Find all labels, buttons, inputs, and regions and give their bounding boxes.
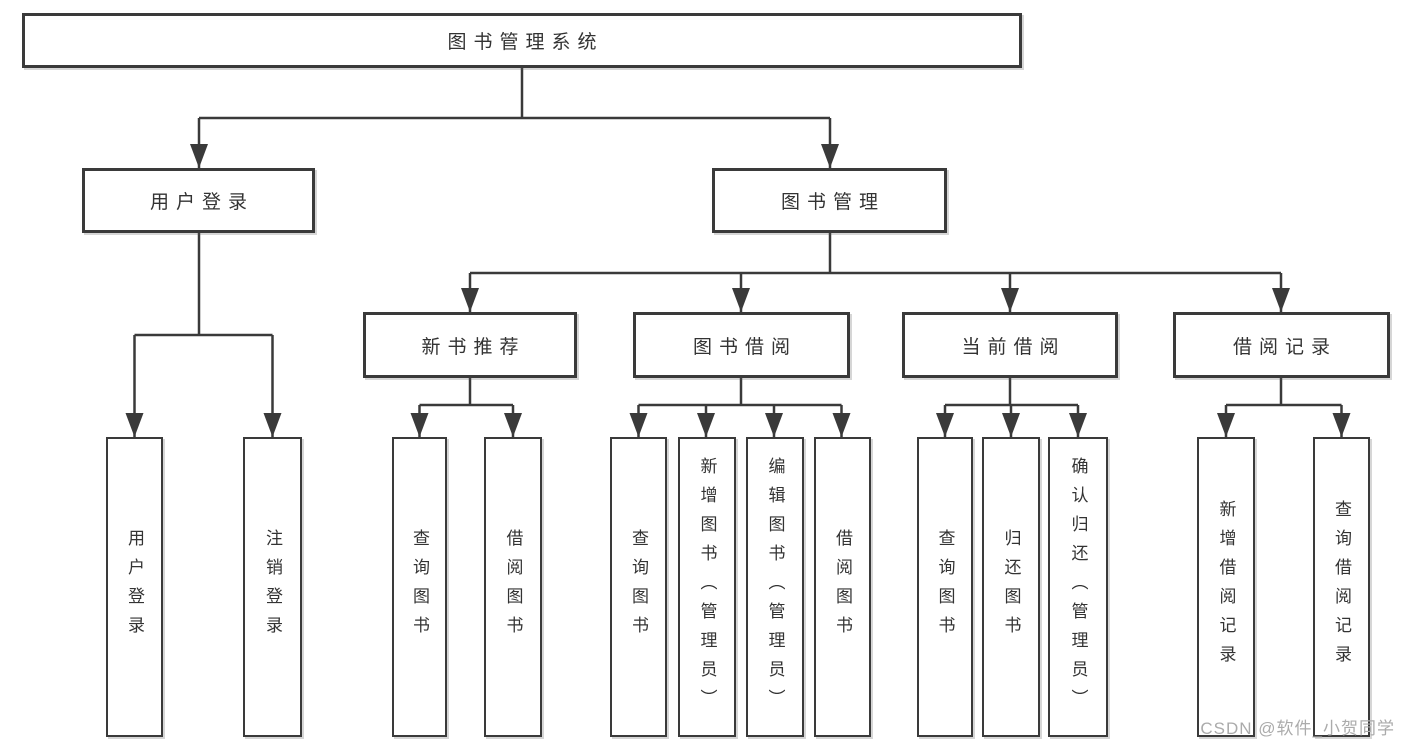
node-label: 用户登录 [125, 529, 144, 645]
node-label: 图书借阅 [692, 336, 797, 358]
node-borrow-book: 借阅图书 [814, 437, 871, 737]
node-return-book: 归还图书 [982, 437, 1040, 737]
node-confirm-return-admin: 确认归还（管理员） [1048, 437, 1108, 737]
node-query-borrow-record: 查询借阅记录 [1313, 437, 1370, 737]
node-book-borrow: 图书借阅 [633, 312, 850, 378]
node-query-book-current: 查询图书 [917, 437, 973, 737]
node-user-login: 用户登录 [82, 168, 315, 233]
node-current-borrow: 当前借阅 [902, 312, 1118, 378]
node-label: 归还图书 [1001, 529, 1021, 645]
node-label: 新增图书（管理员） [697, 456, 717, 718]
node-label: 图书管理 [780, 192, 885, 213]
node-logout: 注销登录 [243, 437, 302, 737]
node-label: 图书管理系统 [447, 32, 604, 53]
node-label: 用户登录 [149, 192, 254, 213]
node-query-book-recommend: 查询图书 [392, 437, 447, 737]
node-label: 查询图书 [629, 529, 648, 645]
node-label: 查询借阅记录 [1332, 500, 1351, 674]
node-label: 借阅图书 [503, 529, 523, 645]
node-label: 确认归还（管理员） [1068, 456, 1088, 718]
node-label: 借阅记录 [1232, 336, 1337, 358]
node-add-borrow-record: 新增借阅记录 [1197, 437, 1255, 737]
node-add-book-admin: 新增图书（管理员） [678, 437, 736, 737]
node-edit-book-admin: 编辑图书（管理员） [746, 437, 804, 737]
node-borrow-records: 借阅记录 [1173, 312, 1390, 378]
node-label: 编辑图书（管理员） [765, 456, 785, 718]
node-library-system: 图书管理系统 [22, 13, 1022, 68]
node-label: 查询图书 [935, 529, 955, 645]
node-new-book-recommend: 新书推荐 [363, 312, 577, 378]
node-label: 查询图书 [410, 529, 429, 645]
node-label: 注销登录 [263, 529, 282, 645]
node-query-book-borrow: 查询图书 [610, 437, 667, 737]
node-login: 用户登录 [106, 437, 163, 737]
node-label: 借阅图书 [833, 529, 852, 645]
watermark: CSDN @软件_小贺同学 [1200, 719, 1395, 738]
node-borrow-book-recommend: 借阅图书 [484, 437, 542, 737]
node-label: 新书推荐 [421, 336, 526, 358]
node-book-management: 图书管理 [712, 168, 947, 233]
node-label: 当前借阅 [961, 336, 1066, 358]
node-label: 新增借阅记录 [1216, 500, 1236, 674]
